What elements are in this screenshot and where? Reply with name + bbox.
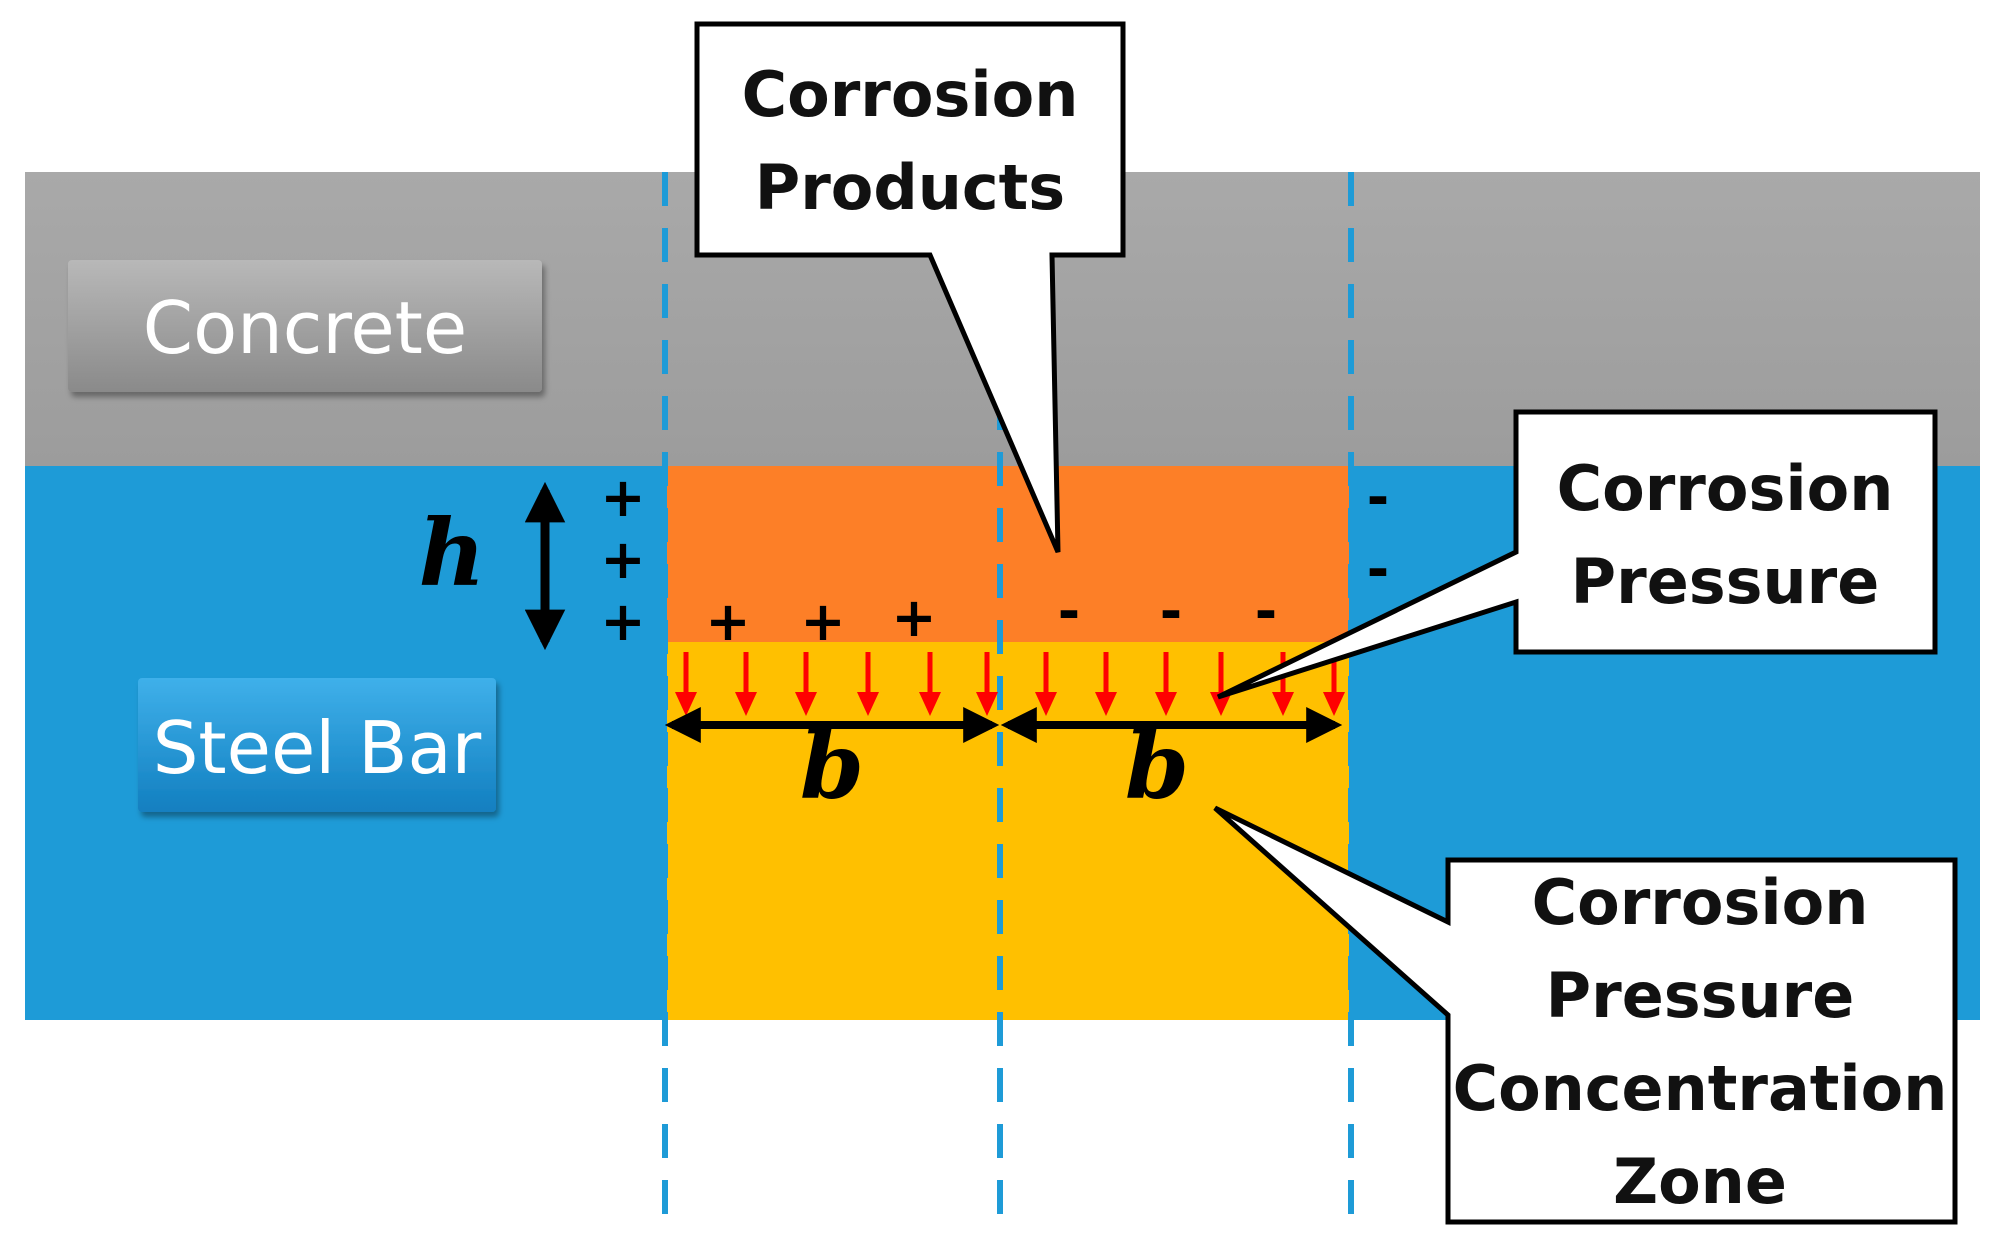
callout-concentration-zone-line3: Concentration xyxy=(1453,1052,1948,1125)
callout-concentration-zone: Corrosion Pressure Concentration Zone xyxy=(1213,805,1958,1225)
plus-sign: + xyxy=(800,590,845,653)
callout-corrosion-products: Corrosion Products xyxy=(694,21,1126,553)
plus-sign: + xyxy=(600,466,645,529)
pressure-arrow-head xyxy=(1210,692,1232,716)
positive-charges: + + + + + + xyxy=(600,466,936,653)
callout-corrosion-products-line1: Corrosion xyxy=(742,58,1079,131)
pressure-arrow-head xyxy=(1155,692,1177,716)
plus-sign: + xyxy=(600,590,645,653)
pressure-arrow-head xyxy=(675,692,697,716)
pressure-arrow-head xyxy=(857,692,879,716)
minus-sign: - xyxy=(1160,580,1182,643)
concrete-label: Concrete xyxy=(143,286,467,370)
callout-concentration-zone-line4: Zone xyxy=(1613,1145,1787,1218)
b-symbol-right: b xyxy=(1125,712,1189,820)
callout-corrosion-products-line2: Products xyxy=(755,151,1065,224)
callout-corrosion-pressure: Corrosion Pressure xyxy=(1216,409,1938,700)
concentration-zone-region xyxy=(667,642,1349,1020)
corrosion-products-region xyxy=(667,466,1349,642)
steel-bar-label-box xyxy=(138,678,496,812)
pressure-arrow-head xyxy=(1035,692,1057,716)
steel-bar-label: Steel Bar xyxy=(153,706,482,790)
minus-sign: - xyxy=(1255,580,1277,643)
pressure-arrow-head xyxy=(919,692,941,716)
minus-sign: - xyxy=(1058,580,1080,643)
pressure-arrows xyxy=(675,652,1345,716)
callout-corrosion-pressure-line2: Pressure xyxy=(1571,545,1880,618)
negative-charges: - - - - - xyxy=(1058,466,1389,643)
plus-sign: + xyxy=(600,528,645,591)
pressure-arrow-head xyxy=(1272,692,1294,716)
pressure-arrow-head xyxy=(795,692,817,716)
minus-sign: - xyxy=(1367,538,1389,601)
h-symbol: h xyxy=(419,499,486,607)
plus-sign: + xyxy=(705,590,750,653)
pressure-arrow-head xyxy=(1323,692,1345,716)
minus-sign: - xyxy=(1367,466,1389,529)
pressure-arrow-head xyxy=(1095,692,1117,716)
concrete-label-box xyxy=(68,260,542,392)
callout-concentration-zone-line1: Corrosion xyxy=(1532,866,1869,939)
pressure-arrow-head xyxy=(735,692,757,716)
pressure-arrow-head xyxy=(976,692,998,716)
callout-concentration-zone-line2: Pressure xyxy=(1546,959,1855,1032)
b-symbol-left: b xyxy=(800,712,864,820)
callout-corrosion-pressure-line1: Corrosion xyxy=(1557,452,1894,525)
plus-sign: + xyxy=(891,586,936,649)
